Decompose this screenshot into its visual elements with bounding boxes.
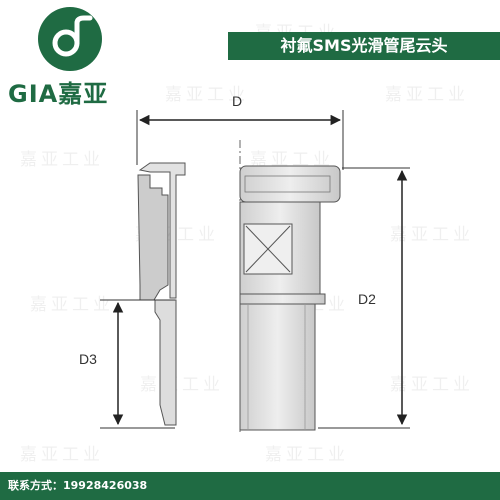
watermark: 嘉亚工业 bbox=[20, 150, 104, 170]
ferrule-flange bbox=[239, 165, 341, 203]
dimension-label-d: D bbox=[232, 93, 242, 109]
watermark: 嘉亚工业 bbox=[390, 375, 474, 395]
lining-strip bbox=[154, 299, 177, 426]
gia-logo-icon bbox=[38, 7, 102, 71]
dimension-label-d2: D2 bbox=[358, 291, 376, 307]
watermark: 嘉亚工业 bbox=[20, 445, 104, 465]
collar-ring bbox=[239, 293, 326, 305]
watermark: 嘉亚工业 bbox=[30, 295, 114, 315]
watermark: 嘉亚工业 bbox=[165, 85, 249, 105]
product-title: 衬氟SMS光滑管尾云头 bbox=[280, 36, 448, 55]
title-banner: 衬氟SMS光滑管尾云头 bbox=[228, 32, 500, 60]
dimension-label-d3: D3 bbox=[79, 351, 97, 367]
gasket-hatch bbox=[245, 225, 291, 273]
contact-info: 联系方式：19928426038 bbox=[8, 479, 148, 492]
cap-inner-body bbox=[137, 174, 169, 301]
brand-logo: GIA嘉亚 bbox=[0, 0, 160, 110]
watermark: 嘉亚工业 bbox=[250, 150, 334, 170]
brand-name: GIA嘉亚 bbox=[8, 80, 109, 108]
watermark: 嘉亚工业 bbox=[385, 85, 469, 105]
cap-outer-shell bbox=[138, 162, 186, 299]
footer-bar: 联系方式：19928426038 bbox=[0, 472, 500, 500]
watermark: 嘉亚工业 bbox=[390, 225, 474, 245]
tail-pipe bbox=[239, 303, 316, 431]
flange-groove bbox=[244, 175, 331, 193]
watermark: 嘉亚工业 bbox=[265, 445, 349, 465]
